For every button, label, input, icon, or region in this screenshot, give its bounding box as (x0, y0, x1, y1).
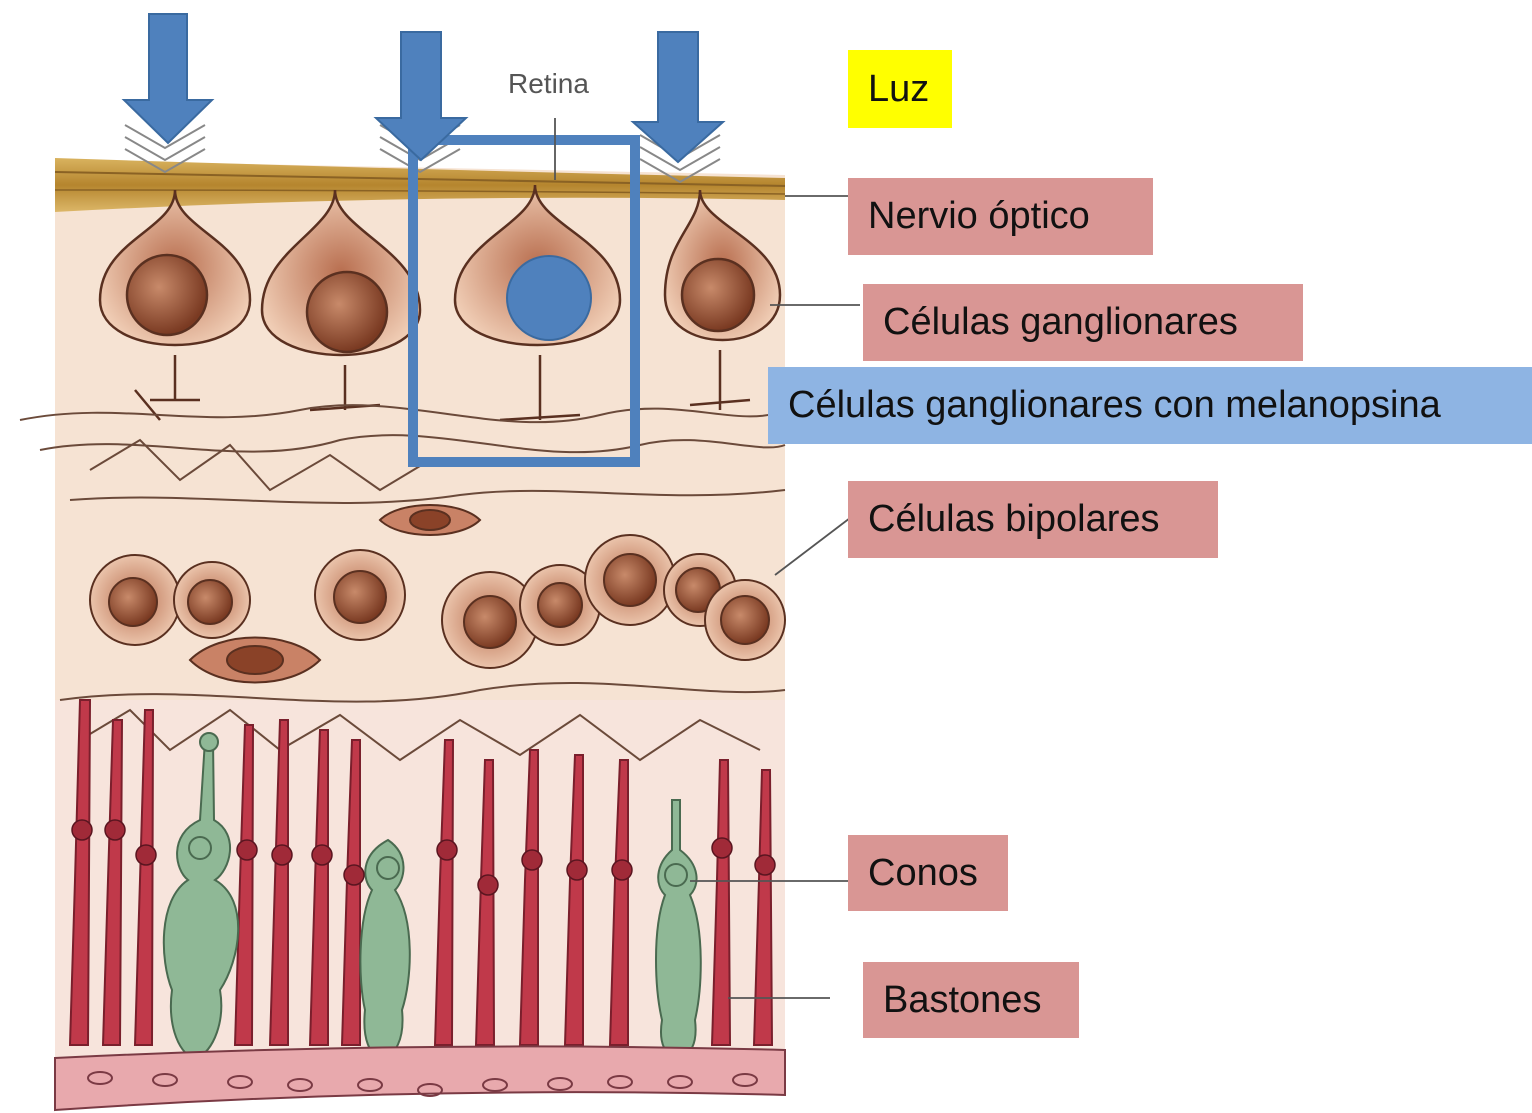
light-arrow-left (124, 14, 212, 143)
bipolar-cells-label: Células bipolares (848, 481, 1218, 558)
melanopsin-ganglion-cells-label: Células ganglionares con melanopsina (768, 367, 1532, 444)
ganglion-cells-label: Células ganglionares (863, 284, 1303, 361)
light-label: Luz (848, 50, 952, 128)
rods-label: Bastones (863, 962, 1079, 1038)
melanopsin-cell-marker (507, 256, 591, 340)
cones-label: Conos (848, 835, 1008, 911)
retina-title: Retina (508, 68, 589, 100)
light-arrow-right (633, 32, 723, 162)
optic-nerve-label: Nervio óptico (848, 178, 1153, 255)
pigment-epithelium (55, 1046, 785, 1110)
